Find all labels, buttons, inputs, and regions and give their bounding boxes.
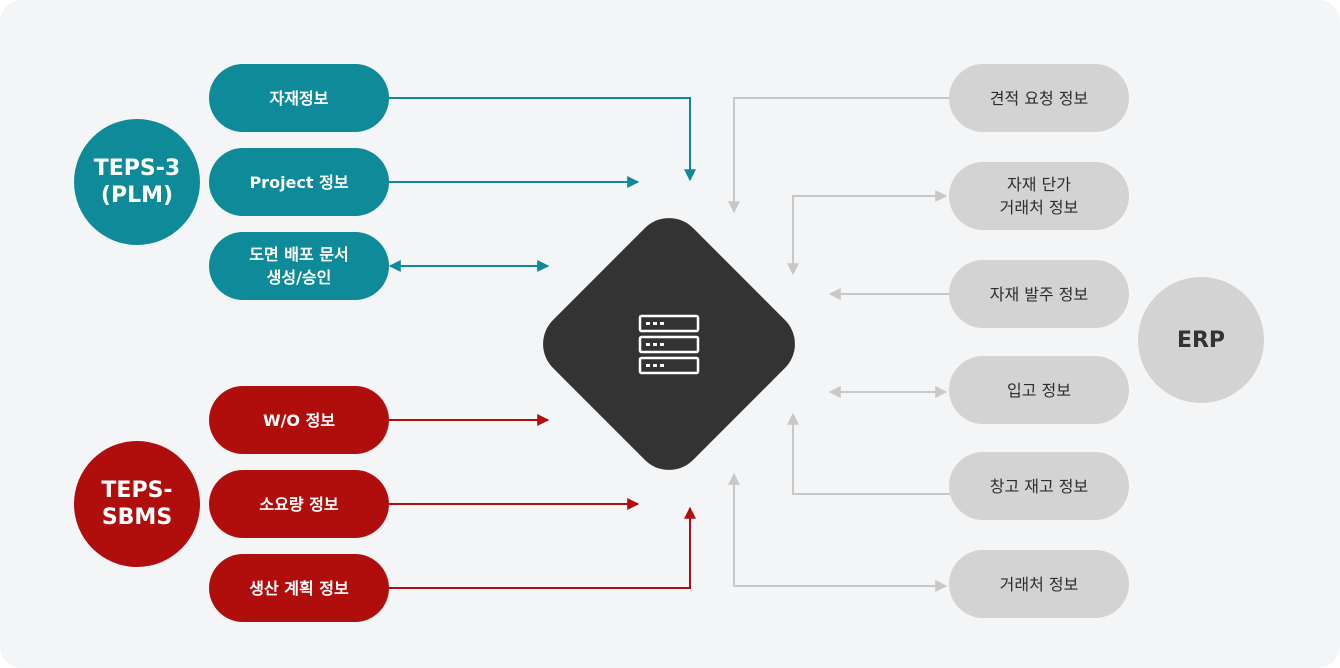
erp-item-quote: 견적 요청 정보 [949,64,1129,132]
plm-item-project: Project 정보 [209,148,389,216]
sbms-item-plan: 생산 계획 정보 [209,554,389,622]
erp-system-circle: ERP [1138,277,1264,403]
plm-system-circle: TEPS-3 (PLM) [74,119,200,245]
sbms-item-wo: W/O 정보 [209,386,389,454]
erp-item-order: 자재 발주 정보 [949,260,1129,328]
hub-diamond [543,218,795,470]
erp-item-vendor: 거래처 정보 [949,550,1129,618]
arrow-erp-quote [728,97,950,214]
plm-item-material: 자재정보 [209,64,389,132]
server-stack-icon [638,314,700,375]
arrow-erp-vendor [728,472,948,592]
erp-item-stock: 창고 재고 정보 [949,452,1129,520]
sbms-system-circle: TEPS- SBMS [74,441,200,567]
sbms-item-requirement: 소요량 정보 [209,470,389,538]
arrow-plm-material [388,97,696,182]
arrow-sbms-plan [388,506,696,589]
arrow-erp-stock [787,412,950,495]
erp-item-receipt: 입고 정보 [949,356,1129,424]
arrow-erp-price [787,190,948,276]
plm-item-drawing: 도면 배포 문서 생성/승인 [209,232,389,300]
erp-item-price-vendor: 자재 단가 거래처 정보 [949,162,1129,230]
